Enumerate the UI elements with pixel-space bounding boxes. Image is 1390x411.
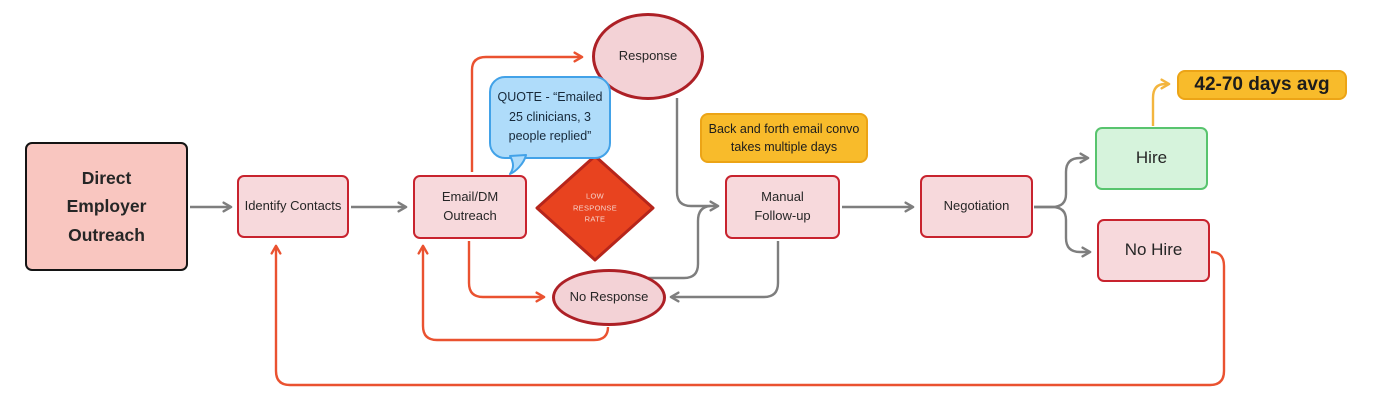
quote-speech-bubble-label: QUOTE - “Emailed 25 clinicians, 3 people… [497, 90, 603, 144]
node-negotiation[interactable]: Negotiation [920, 175, 1033, 238]
edge-noresponse-to-email-loop [417, 244, 610, 342]
node-no-response[interactable]: No Response [552, 269, 666, 326]
node-no-response-label: No Response [569, 289, 649, 305]
node-no-hire[interactable]: No Hire [1097, 219, 1210, 282]
edge-negotiation-to-hire [1034, 152, 1090, 209]
node-email-dm-outreach-label: Email/DM Outreach [441, 189, 499, 223]
node-response-label: Response [618, 48, 678, 64]
note-days-avg[interactable]: 42-70 days avg [1177, 70, 1347, 100]
node-identify-contacts[interactable]: Identify Contacts [237, 175, 349, 238]
node-negotiation-label: Negotiation [943, 198, 1010, 214]
speech-bubble-tail-icon [509, 154, 527, 175]
diamond-shape [535, 154, 655, 262]
node-low-response-rate-diamond[interactable]: LOW RESPONSE RATE [535, 154, 655, 262]
node-manual-follow-up[interactable]: Manual Follow-up [725, 175, 840, 239]
edge-negotiation-to-nohire [1034, 205, 1092, 258]
edge-noresponse-to-manual [644, 204, 711, 280]
node-no-hire-label: No Hire [1124, 240, 1183, 260]
quote-speech-bubble[interactable]: QUOTE - “Emailed 25 clinicians, 3 people… [489, 76, 611, 175]
edge-response-to-manual [675, 98, 720, 212]
edge-nohire-to-identify-loop [270, 244, 1226, 387]
node-direct-employer-outreach[interactable]: Direct Employer Outreach [25, 142, 188, 271]
edge-email-to-response [470, 51, 584, 172]
node-identify-contacts-label: Identify Contacts [244, 198, 342, 214]
node-manual-follow-up-label: Manual Follow-up [754, 189, 811, 223]
node-hire-label: Hire [1135, 148, 1168, 168]
edge-email-to-noresponse [467, 241, 546, 303]
note-days-avg-label: 42-70 days avg [1194, 74, 1330, 96]
node-email-dm-outreach[interactable]: Email/DM Outreach [413, 175, 527, 239]
edge-hire-to-days-note [1151, 78, 1171, 126]
note-email-convo-label: Back and forth email convo takes multipl… [708, 121, 860, 154]
note-email-convo[interactable]: Back and forth email convo takes multipl… [700, 113, 868, 163]
node-direct-employer-outreach-label: Direct Employer Outreach [66, 167, 147, 245]
edge-manual-to-noresponse [669, 241, 780, 303]
node-hire[interactable]: Hire [1095, 127, 1208, 190]
